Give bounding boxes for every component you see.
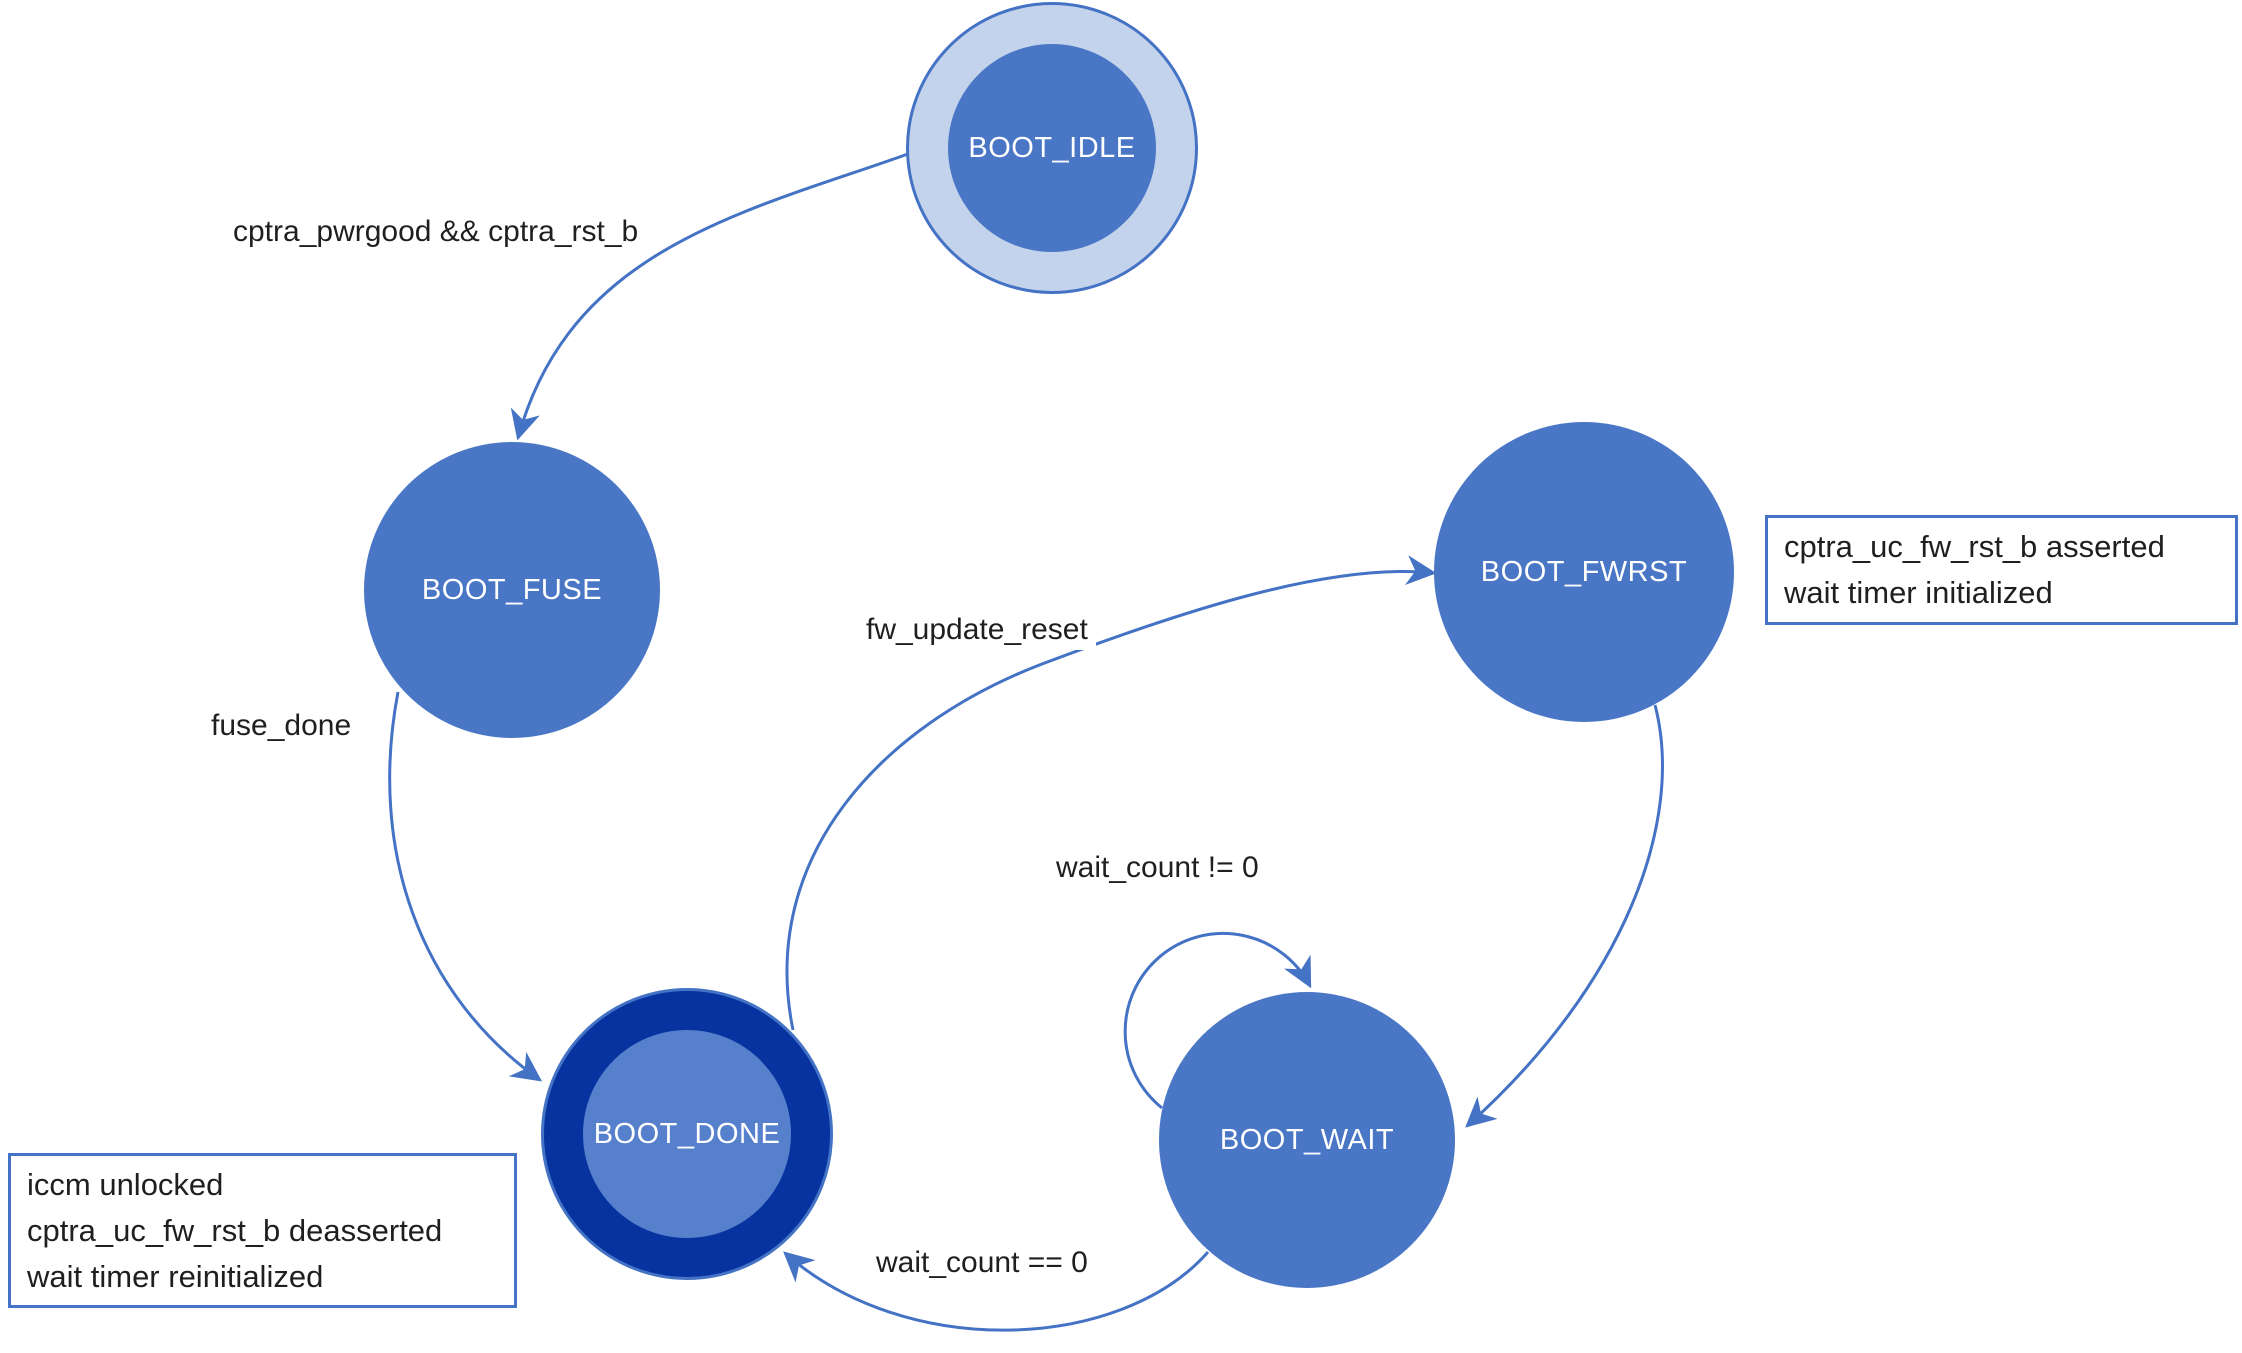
state-label: BOOT_WAIT xyxy=(1219,1123,1395,1156)
state-boot-fuse: BOOT_FUSE xyxy=(364,442,660,738)
state-boot-idle: BOOT_IDLE xyxy=(906,2,1198,294)
state-boot-idle-core: BOOT_IDLE xyxy=(948,44,1156,252)
transition-done-to-fwrst-arrow xyxy=(785,555,1437,1031)
label-idle-to-fuse: cptra_pwrgood && cptra_rst_b xyxy=(225,212,647,252)
state-label: BOOT_FWRST xyxy=(1480,555,1688,588)
transition-wait-self-loop-arrow xyxy=(1123,931,1312,1110)
state-label: BOOT_FUSE xyxy=(421,573,603,606)
state-boot-done: BOOT_DONE xyxy=(541,988,833,1280)
note-line: cptra_uc_fw_rst_b deasserted xyxy=(27,1212,443,1248)
label-fuse-to-done: fuse_done xyxy=(211,709,352,742)
label-wait-to-done: wait_count == 0 xyxy=(876,1246,1088,1279)
state-label: BOOT_DONE xyxy=(593,1117,781,1150)
transition-fuse-to-done-arrow xyxy=(388,691,543,1082)
note-line: iccm unlocked xyxy=(27,1166,224,1202)
note-line: cptra_uc_fw_rst_b asserted xyxy=(1784,529,2165,564)
label-done-to-fwrst: fw_update_reset xyxy=(858,610,1096,650)
note-boot-done: iccm unlocked cptra_uc_fw_rst_b deassert… xyxy=(8,1153,517,1308)
state-boot-wait: BOOT_WAIT xyxy=(1159,992,1455,1288)
transition-wait-to-done-arrow xyxy=(783,1251,1210,1332)
state-boot-fwrst: BOOT_FWRST xyxy=(1434,422,1734,722)
transition-idle-to-fuse-arrow xyxy=(510,152,909,441)
state-label: BOOT_IDLE xyxy=(968,131,1136,164)
note-line: wait timer initialized xyxy=(1784,575,2053,610)
note-line: wait timer reinitialized xyxy=(27,1258,324,1294)
state-boot-done-core: BOOT_DONE xyxy=(583,1030,791,1238)
transition-fwrst-to-wait-arrow xyxy=(1465,704,1664,1128)
label-wait-self-loop: wait_count != 0 xyxy=(1056,851,1259,884)
note-boot-fwrst: cptra_uc_fw_rst_b asserted wait timer in… xyxy=(1765,515,2238,625)
